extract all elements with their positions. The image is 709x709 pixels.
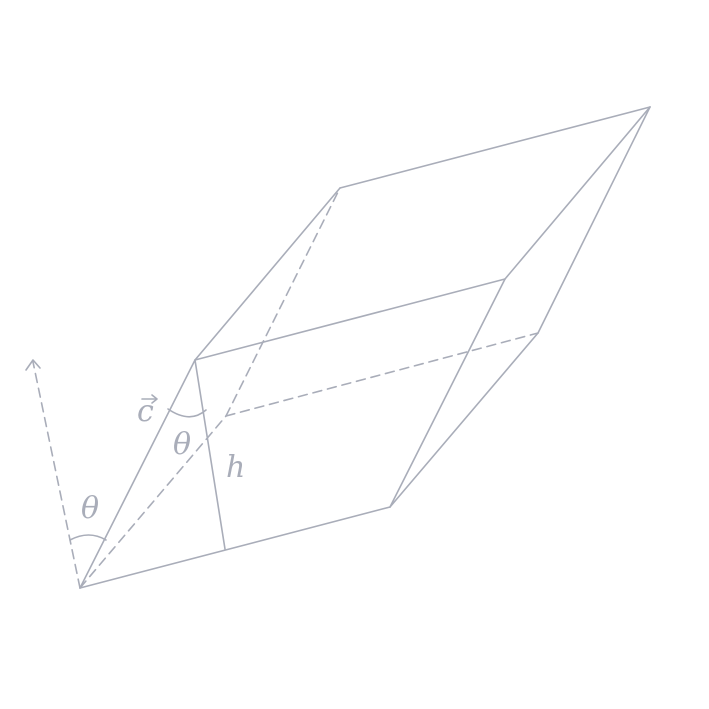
hidden-edge-vertical-back	[225, 187, 341, 417]
edge-right-bottom-slant	[389, 332, 539, 508]
edge-top-right	[504, 106, 651, 280]
angle-arc-bottom	[69, 534, 107, 541]
label-vector-c: c	[137, 394, 154, 429]
normal-vector-line	[32, 361, 81, 589]
label-height: h	[226, 450, 245, 485]
edge-lateral-right-back	[537, 106, 651, 334]
hidden-edge-base-back	[225, 332, 539, 417]
label-theta-bottom: θ	[81, 491, 99, 526]
edge-top-back	[339, 106, 651, 189]
normal-vector-arrowhead	[25, 359, 41, 371]
vector-c-arrow-head	[151, 394, 158, 404]
edge-top-front	[194, 278, 506, 361]
edge-bottom-front	[79, 506, 391, 589]
angle-arc-inner	[167, 408, 207, 418]
hidden-edge-base-diagonal	[79, 415, 227, 589]
edge-vector-c	[79, 359, 196, 589]
height-line	[194, 359, 226, 550]
edge-lateral-right-front	[389, 278, 506, 508]
label-theta-inner: θ	[173, 427, 191, 462]
edge-top-left	[194, 187, 341, 361]
